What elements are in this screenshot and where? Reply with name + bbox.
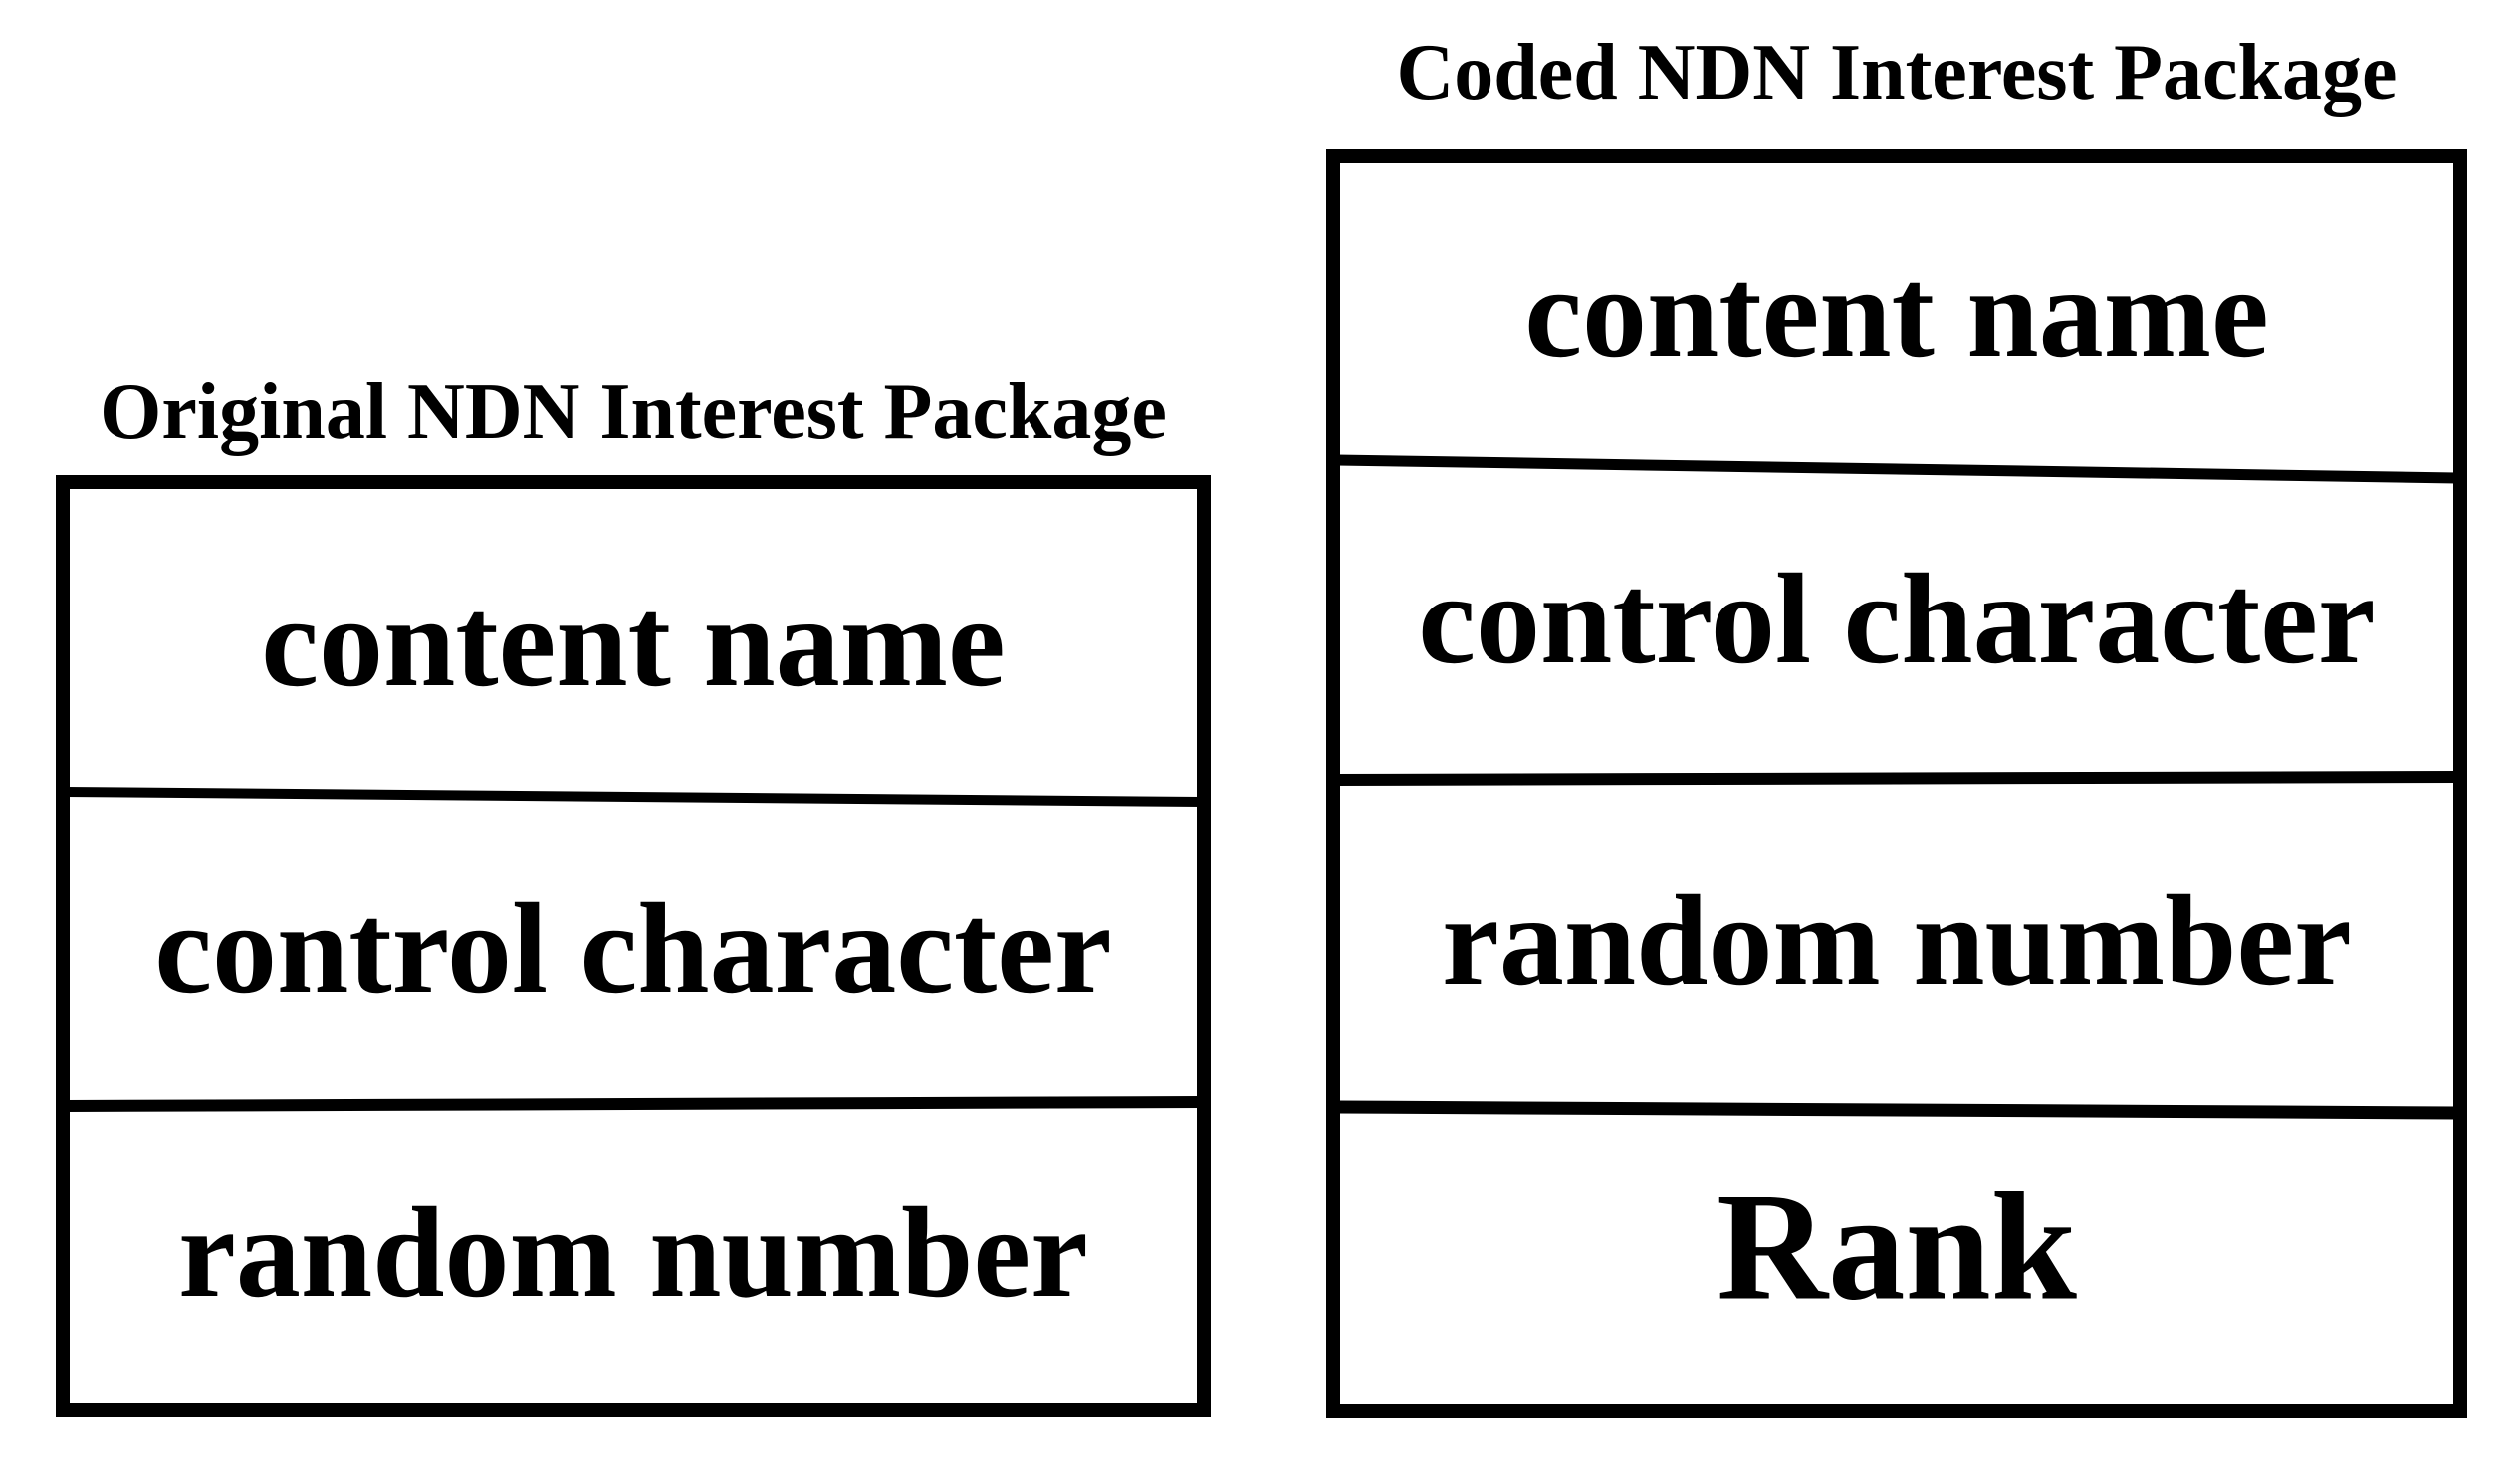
coded-package-title: Coded NDN Interest Package xyxy=(1396,29,2398,117)
original-package-title: Original NDN Interest Package xyxy=(100,368,1167,456)
coded-field-rank: Rank xyxy=(1717,1160,2077,1333)
original-row-divider-1 xyxy=(65,787,1202,807)
coded-field-content-name: content name xyxy=(1524,241,2269,384)
coded-box-border xyxy=(1326,149,2467,1418)
coded-field-random-number: random number xyxy=(1442,869,2352,1013)
original-package-box xyxy=(56,475,1211,1417)
original-field-random-number: random number xyxy=(178,1181,1088,1325)
original-field-content-name: content name xyxy=(261,571,1006,714)
coded-row-divider-1 xyxy=(1335,454,2458,484)
coded-package-box xyxy=(1326,149,2467,1418)
original-box-border xyxy=(56,475,1211,1417)
coded-row-divider-2 xyxy=(1335,771,2458,786)
original-field-control-character: control character xyxy=(154,877,1112,1021)
coded-field-control-character: control character xyxy=(1418,548,2376,691)
coded-row-divider-3 xyxy=(1335,1100,2458,1120)
original-row-divider-2 xyxy=(65,1096,1202,1112)
